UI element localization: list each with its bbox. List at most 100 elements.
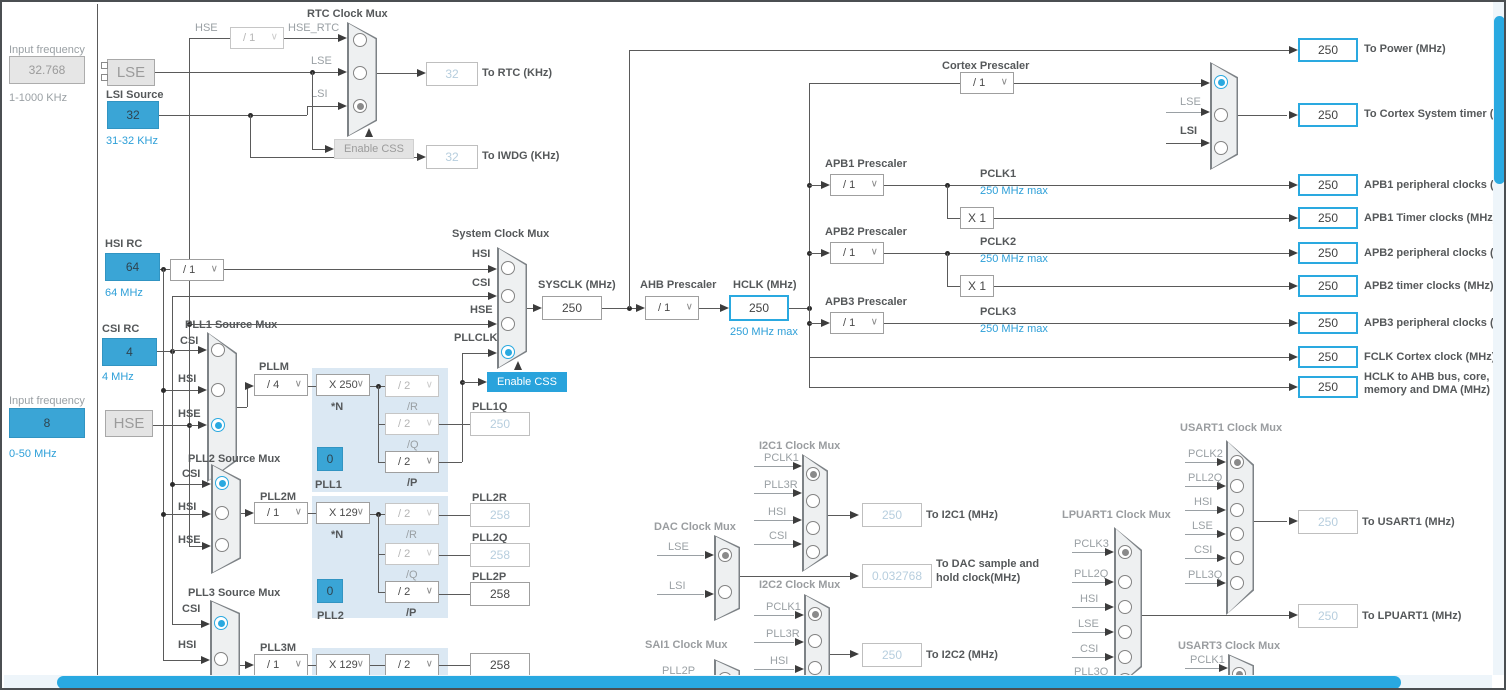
- cortex-mux-option-lse[interactable]: [1214, 108, 1228, 122]
- lsi-source-field[interactable]: 32: [107, 101, 159, 129]
- apb1-prescaler-dropdown[interactable]: / 1∨: [830, 174, 884, 196]
- i2c2-mux-option-pll3r[interactable]: [808, 634, 822, 648]
- sys-in-csi-label: CSI: [472, 277, 491, 289]
- i2c1-mux-option-pll3r[interactable]: [806, 494, 820, 508]
- wire: [378, 592, 385, 593]
- apb2-prescaler-dropdown[interactable]: / 1∨: [830, 242, 884, 264]
- usart1-mux-option-pll3q[interactable]: [1230, 576, 1244, 590]
- hsi-divider-dropdown[interactable]: / 1∨: [170, 259, 224, 281]
- apb2-peripheral-value[interactable]: 250: [1298, 242, 1358, 264]
- arrow-icon: [793, 539, 802, 548]
- apb3-prescaler-dropdown[interactable]: / 1∨: [830, 312, 884, 334]
- pll2-r-dropdown-value: / 2: [398, 508, 411, 520]
- dac-in-lse: LSE: [668, 541, 689, 553]
- hse-input-frequency-field[interactable]: 8: [9, 408, 85, 438]
- rtc-hse-divider-dropdown[interactable]: / 1∨: [230, 27, 284, 49]
- arrow-icon: [533, 303, 542, 312]
- pll1-fractional-field[interactable]: 0: [317, 447, 343, 471]
- lpuart1-mux-option-csi[interactable]: [1118, 650, 1132, 664]
- sys-enable-css-button[interactable]: Enable CSS: [487, 372, 567, 392]
- pll3-mux-option-csi[interactable]: [214, 616, 228, 630]
- pll1-p-dropdown[interactable]: / 2∨: [385, 451, 439, 473]
- pin-connector: [101, 62, 108, 69]
- i2c2-mux-option-hsi[interactable]: [808, 661, 822, 675]
- pclk3-label: PCLK3: [980, 306, 1017, 318]
- dac-mux-option-lsi[interactable]: [718, 585, 732, 599]
- cortex-prescaler-dropdown[interactable]: / 1∨: [960, 72, 1014, 94]
- pllm-dropdown[interactable]: / 4∨: [254, 374, 308, 396]
- arrow-icon: [850, 571, 859, 580]
- i2c2-mux-option-pclk1[interactable]: [808, 607, 822, 621]
- wire: [378, 424, 385, 425]
- pll1-n-dropdown[interactable]: X 250∨: [316, 374, 370, 396]
- pll2m-dropdown[interactable]: / 1∨: [254, 502, 308, 524]
- to-cortex-timer-label: To Cortex System timer (MHz): [1364, 108, 1506, 120]
- lpuart1-mux-option-lse[interactable]: [1118, 625, 1132, 639]
- i2c1-mux-option-hsi[interactable]: [806, 521, 820, 535]
- rtc-mux-option-hse-rtc[interactable]: [353, 33, 367, 47]
- hclk-value[interactable]: 250: [729, 295, 789, 321]
- csi-rc-field[interactable]: 4: [102, 338, 157, 366]
- pll1-q-dropdown[interactable]: / 2∨: [385, 413, 439, 435]
- pll2-mux-option-csi[interactable]: [215, 476, 229, 490]
- usart1-mux-option-pll2q[interactable]: [1230, 479, 1244, 493]
- to-power-value[interactable]: 250: [1298, 38, 1358, 62]
- usart1-mux-option-hsi[interactable]: [1230, 503, 1244, 517]
- usart1-mux-option-pclk2[interactable]: [1230, 455, 1244, 469]
- apb1-peripheral-value[interactable]: 250: [1298, 174, 1358, 196]
- chevron-down-icon: ∨: [270, 31, 278, 43]
- pll2-p-dropdown[interactable]: / 2∨: [385, 581, 439, 603]
- hsi-rc-field[interactable]: 64: [105, 253, 160, 281]
- sysclk-value[interactable]: 250: [542, 296, 602, 320]
- i2c1-mux-option-pclk1[interactable]: [806, 467, 820, 481]
- pll2-mux-option-hsi[interactable]: [215, 506, 229, 520]
- lpuart1-mux-option-hsi[interactable]: [1118, 600, 1132, 614]
- apb1-timer-value[interactable]: 250: [1298, 207, 1358, 229]
- horizontal-scrollbar-thumb[interactable]: [57, 676, 1401, 688]
- wire: [312, 72, 313, 149]
- i2c1-mux-option-csi[interactable]: [806, 545, 820, 559]
- pll1-r-dropdown[interactable]: / 2∨: [385, 375, 439, 397]
- arrow-icon: [720, 303, 729, 312]
- pll2-fractional-field[interactable]: 0: [317, 579, 343, 603]
- usart1-mux-option-lse[interactable]: [1230, 527, 1244, 541]
- fclk-value[interactable]: 250: [1298, 346, 1358, 368]
- apb2-timer-value[interactable]: 250: [1298, 275, 1358, 297]
- arrow-icon: [821, 248, 830, 257]
- pll1-fractional-label: PLL1: [315, 479, 342, 491]
- pll3m-dropdown[interactable]: / 1∨: [254, 654, 308, 676]
- wire: [1254, 521, 1287, 522]
- sys-mux-option-pllclk[interactable]: [501, 345, 515, 359]
- pll1-mux-option-csi[interactable]: [211, 343, 225, 357]
- sys-mux-option-hse[interactable]: [501, 317, 515, 331]
- cortex-mux-option-hclk[interactable]: [1214, 75, 1228, 89]
- apb3-peripheral-value[interactable]: 250: [1298, 312, 1358, 334]
- wire: [809, 185, 821, 186]
- rtc-mux-option-lsi[interactable]: [353, 99, 367, 113]
- pll1-mux-option-hse[interactable]: [211, 418, 225, 432]
- ahb-prescaler-dropdown[interactable]: / 1∨: [645, 296, 699, 320]
- hclk-ahb-value[interactable]: 250: [1298, 376, 1358, 398]
- to-cortex-timer-value[interactable]: 250: [1298, 103, 1358, 127]
- vertical-scrollbar[interactable]: [1493, 2, 1504, 675]
- lse-input-frequency-field[interactable]: 32.768: [9, 56, 85, 84]
- pll3-n-dropdown[interactable]: X 129∨: [316, 654, 370, 676]
- horizontal-scrollbar[interactable]: [4, 675, 1492, 688]
- rtc-enable-css-button[interactable]: Enable CSS: [334, 139, 414, 159]
- pll2-r-dropdown[interactable]: / 2∨: [385, 503, 439, 525]
- pll2-mux-option-hse[interactable]: [215, 538, 229, 552]
- sys-mux-option-hsi[interactable]: [501, 261, 515, 275]
- lpuart1-mux-option-pll2q[interactable]: [1118, 575, 1132, 589]
- vertical-scrollbar-thumb[interactable]: [1494, 16, 1504, 184]
- pll2-n-dropdown[interactable]: X 129∨: [316, 502, 370, 524]
- rtc-mux-option-lse[interactable]: [353, 66, 367, 80]
- pll2-q-dropdown[interactable]: / 2∨: [385, 543, 439, 565]
- pll3-mux-option-hsi[interactable]: [214, 652, 228, 666]
- dac-mux-option-lse[interactable]: [718, 548, 732, 562]
- usart1-mux-option-csi[interactable]: [1230, 551, 1244, 565]
- pll1-mux-option-hsi[interactable]: [211, 383, 225, 397]
- cortex-mux-option-lsi[interactable]: [1214, 141, 1228, 155]
- sys-mux-option-csi[interactable]: [501, 289, 515, 303]
- pll3-r-dropdown[interactable]: / 2∨: [385, 654, 439, 676]
- lpuart1-mux-option-pclk3[interactable]: [1118, 545, 1132, 559]
